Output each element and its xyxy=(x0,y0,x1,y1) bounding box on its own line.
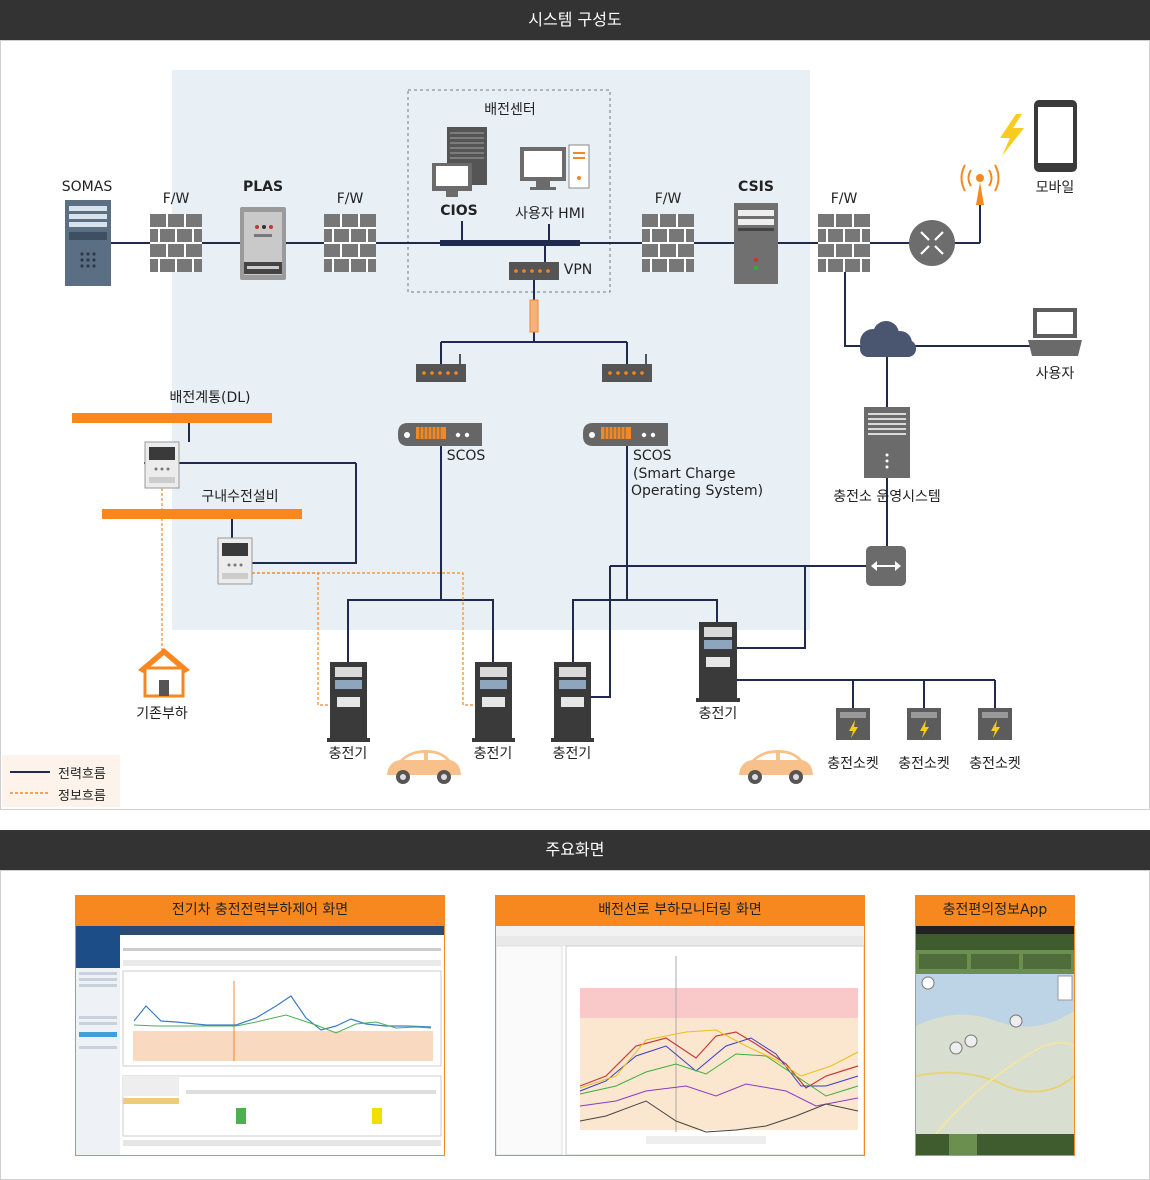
diagram-section-header: 시스템 구성도 xyxy=(0,0,1150,40)
label-hmi: 사용자 HMI xyxy=(515,206,585,222)
distribution-center-box xyxy=(407,89,611,293)
system-diagram xyxy=(2,70,1082,807)
hmi-workstation-icon xyxy=(520,144,590,190)
cios-server-icon xyxy=(432,127,487,197)
socket-icon-2 xyxy=(907,708,941,740)
center-backbone-bus xyxy=(440,240,580,246)
cloud-icon xyxy=(860,321,916,357)
label-facility: 구내수전설비 xyxy=(201,489,279,505)
vpn-router-icon xyxy=(509,262,559,280)
label-user: 사용자 xyxy=(1035,366,1075,382)
plas-server-icon xyxy=(240,207,286,280)
lightning-icon xyxy=(1000,114,1024,156)
screens-section-title: 주요화면 xyxy=(545,840,605,859)
screen-1-header: 전기차 충전전력부하제어 화면 xyxy=(75,895,445,925)
label-charger-4: 충전기 xyxy=(698,706,738,722)
screen-1-mockup xyxy=(76,926,444,1155)
socket-icon-1 xyxy=(836,708,870,740)
label-somas: SOMAS xyxy=(61,179,113,195)
somas-server-icon xyxy=(65,200,111,286)
charger-icon-1 xyxy=(327,662,370,742)
scos-unit-icon-1 xyxy=(398,423,482,446)
label-fw-4: F/W xyxy=(830,191,858,207)
laptop-icon xyxy=(1028,308,1082,356)
screen-2-title: 배전선로 부하모니터링 화면 xyxy=(598,902,762,918)
firewall-icon-2 xyxy=(324,214,376,272)
label-scos-2-desc-2: Operating System) xyxy=(631,483,764,499)
mobile-phone-icon xyxy=(1034,100,1077,172)
socket-icon-3 xyxy=(978,708,1012,740)
label-fw-2: F/W xyxy=(336,191,364,207)
firewall-icon-4 xyxy=(818,214,870,272)
label-existing-load: 기존부하 xyxy=(136,706,188,722)
label-charger-2: 충전기 xyxy=(473,746,513,762)
scos-router-icon-1 xyxy=(416,354,466,382)
scos-router-icon-2 xyxy=(602,354,652,382)
legend-box xyxy=(2,755,120,807)
scos-unit-icon-2 xyxy=(583,423,668,446)
firewall-icon-1 xyxy=(150,214,202,272)
screens-section-header: 주요화면 xyxy=(0,830,1150,870)
firewall-icon-3 xyxy=(642,214,694,272)
screen-2-header: 배전선로 부하모니터링 화면 xyxy=(495,895,865,925)
label-distribution-center: 배전센터 xyxy=(484,102,536,118)
utility-zone xyxy=(172,70,810,630)
meter-icon-1 xyxy=(144,441,180,489)
house-icon xyxy=(138,648,190,698)
charger-icon-4 xyxy=(696,622,740,702)
label-plas: PLAS xyxy=(242,179,284,195)
label-scos-2-desc-1: (Smart Charge xyxy=(633,466,736,482)
diagram-section-title: 시스템 구성도 xyxy=(528,10,622,29)
charger-icon-2 xyxy=(472,662,515,742)
network-router-icon xyxy=(909,220,955,266)
label-fw-3: F/W xyxy=(654,191,682,207)
label-socket-1: 충전소켓 xyxy=(827,756,879,772)
meter-icon-2 xyxy=(217,537,253,585)
station-server-icon xyxy=(864,407,910,478)
label-mobile: 모바일 xyxy=(1035,180,1075,196)
charger-icon-3 xyxy=(551,662,594,742)
label-charger-3: 충전기 xyxy=(552,746,592,762)
label-cios: CIOS xyxy=(440,203,478,219)
legend-info-label: 정보흐름 xyxy=(58,789,106,804)
csis-server-icon xyxy=(734,203,778,284)
screen-2-mockup xyxy=(496,926,864,1155)
antenna-icon xyxy=(960,164,1000,205)
label-vpn: VPN xyxy=(563,262,593,278)
label-scos-1: SCOS xyxy=(446,448,486,464)
label-charger-1: 충전기 xyxy=(328,746,368,762)
legend-power-label: 전력흐름 xyxy=(58,767,106,782)
label-socket-3: 충전소켓 xyxy=(969,756,1021,772)
screen-1-title: 전기차 충전전력부하제어 화면 xyxy=(171,902,349,918)
label-dl: 배전계통(DL) xyxy=(169,390,251,406)
network-switch-icon xyxy=(866,546,906,586)
car-icon-2 xyxy=(739,750,813,784)
facility-bus-bar xyxy=(102,509,302,519)
label-station-system: 충전소 운영시스템 xyxy=(833,489,941,505)
screen-3-thumbnail[interactable] xyxy=(915,925,1075,1156)
screen-1-thumbnail[interactable] xyxy=(75,925,445,1156)
screen-2-thumbnail[interactable] xyxy=(495,925,865,1156)
screen-3-title: 충전편의정보App xyxy=(942,902,1048,918)
label-socket-2: 충전소켓 xyxy=(898,756,950,772)
screen-3-header: 충전편의정보App xyxy=(915,895,1075,925)
car-icon-1 xyxy=(387,750,461,784)
label-fw-1: F/W xyxy=(162,191,190,207)
dl-bus-bar xyxy=(72,413,272,423)
label-scos-2: SCOS xyxy=(633,448,672,464)
vpn-link-connector xyxy=(529,299,539,333)
label-csis: CSIS xyxy=(738,179,774,195)
screen-3-mockup xyxy=(916,926,1074,1155)
